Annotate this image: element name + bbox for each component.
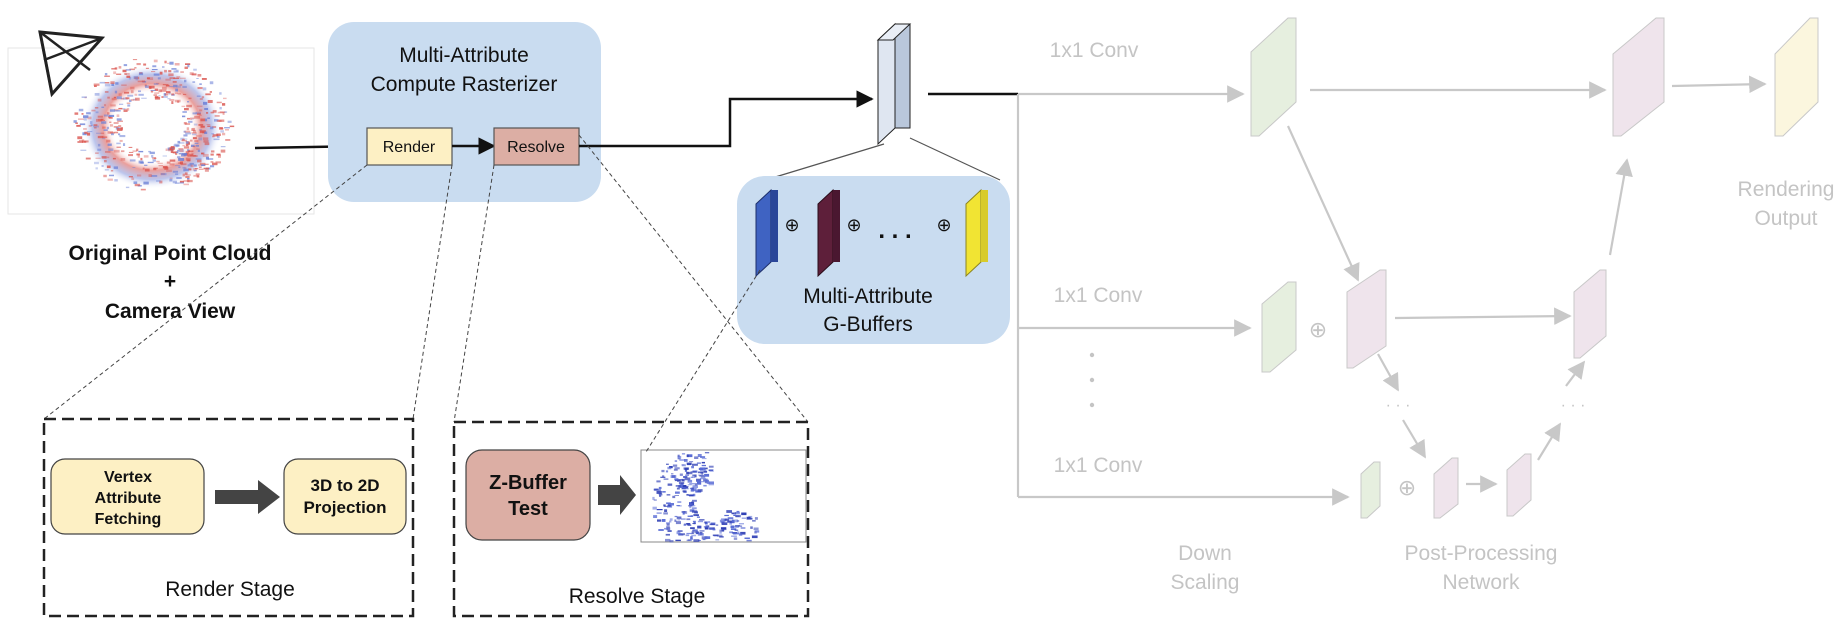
zoom-line-resolve-right — [578, 134, 809, 423]
rendering-output-line1: Rendering — [1738, 178, 1835, 201]
zoom-line-gbuffer-left — [771, 143, 885, 179]
down-scaling-line2: Scaling — [1171, 571, 1240, 594]
gbuffer-slab — [876, 22, 912, 146]
conv-label-2: 1x1 Conv — [1054, 284, 1143, 307]
zbuffer-test-box — [465, 449, 591, 541]
resolve-box — [493, 127, 580, 166]
zbuffer-test-line1: Z-Buffer — [489, 472, 567, 494]
render-stage-arrow — [215, 480, 280, 514]
resolve-stage-box — [452, 420, 810, 618]
conv-label-1: 1x1 Conv — [1050, 39, 1139, 62]
projection-line2: Projection — [303, 498, 386, 517]
point-cloud-title-line3: Camera View — [105, 300, 236, 323]
vertex-fetch-line1: Vertex — [104, 469, 152, 486]
oplus-mid: ⊕ — [1309, 318, 1327, 343]
conv-label-3: 1x1 Conv — [1054, 454, 1143, 477]
render-stage-caption: Render Stage — [165, 578, 295, 601]
gbuffer-oplus-2: ⊕ — [846, 215, 861, 236]
down-scaling-line1: Down — [1178, 542, 1232, 565]
post-processing-line2: Network — [1442, 571, 1520, 594]
post-processing-line1: Post-Processing — [1405, 542, 1558, 565]
gbuffers-panel — [737, 176, 1010, 344]
render-box — [366, 127, 453, 166]
rasterizer-title-line1: Multi-Attribute — [399, 44, 529, 67]
render-stage-box — [42, 417, 415, 618]
zoom-line-render-left — [43, 164, 368, 420]
zoom-line-gbuffer-right — [909, 137, 1001, 181]
zoom-line-resolve-left — [453, 164, 495, 423]
render-label: Render — [383, 139, 436, 156]
gbuffer-oplus-3: ⊕ — [936, 215, 951, 236]
zbuffer-test-line2: Test — [508, 498, 548, 520]
zoom-line-gbuffer-to-resolve — [645, 269, 761, 453]
vertical-ellipsis — [1089, 352, 1095, 408]
zoom-line-render-right — [412, 164, 453, 420]
point-cloud-image — [7, 47, 315, 215]
rendering-output-line2: Output — [1754, 207, 1817, 230]
resolve-stage-caption: Resolve Stage — [569, 585, 706, 608]
network-feature-maps — [1250, 17, 1819, 519]
resolve-label: Resolve — [507, 139, 565, 156]
gbuffer-ellipsis: . . . — [878, 217, 911, 244]
resolve-stage-arrow — [598, 475, 636, 515]
gbuffers-title-line2: G-Buffers — [823, 313, 912, 336]
vertex-fetch-line3: Fetching — [95, 511, 162, 528]
gbuffers-title-line1: Multi-Attribute — [803, 285, 933, 308]
gbuffer-oplus-1: ⊕ — [784, 215, 799, 236]
gbuffer-maroon — [817, 188, 840, 278]
point-cloud-title-line2: + — [164, 270, 176, 293]
dots-right: · · · — [1561, 397, 1586, 414]
rasterizer-title-line2: Compute Rasterizer — [371, 73, 558, 96]
projection-line1: 3D to 2D — [311, 476, 380, 495]
camera-icon — [38, 30, 106, 98]
vertex-fetch-line2: Attribute — [95, 490, 162, 507]
network-edges — [1016, 75, 1767, 506]
point-cloud-title-line1: Original Point Cloud — [69, 242, 272, 265]
arrow-resolve-to-gbuffer — [579, 90, 874, 148]
oplus-low: ⊕ — [1398, 476, 1416, 501]
projection-box — [283, 458, 407, 535]
resolved-image — [640, 449, 807, 543]
gbuffer-yellow — [965, 188, 988, 278]
dots-left: · · · — [1386, 397, 1411, 414]
vertex-fetch-box — [50, 458, 205, 535]
gbuffer-blue — [755, 188, 778, 278]
